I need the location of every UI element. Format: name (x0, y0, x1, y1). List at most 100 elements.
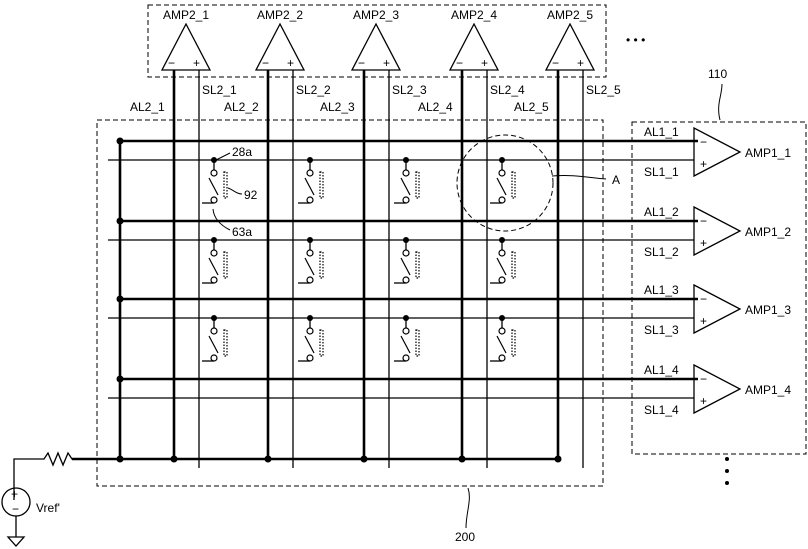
vref-label: Vref' (36, 501, 60, 515)
memory-cell-r2-c1-resistive-element (224, 252, 227, 278)
amp1-4-minus: − (700, 372, 707, 386)
amp2-2: − + (256, 24, 304, 70)
amp1-label-4: AMP1_4 (745, 383, 791, 397)
amp1-label-2: AMP1_2 (745, 225, 791, 239)
memory-cell-r2-c2-switch-bottom (307, 277, 313, 283)
sl1-label-3: SL1_3 (644, 323, 679, 337)
memory-cell-r1-c3-switch-arm (401, 178, 410, 195)
memory-cell-r2-c3-switch-bottom (403, 277, 409, 283)
leader-110 (719, 84, 722, 120)
amp2-1-plus: + (193, 56, 200, 70)
amp2-label-1: AMP2_1 (163, 8, 209, 22)
amp2-4-minus: − (456, 56, 463, 70)
memory-cell-r3-c3-switch-top (403, 328, 409, 334)
ref-label-63a: 63a (232, 225, 252, 239)
memory-cell-r3-c1-switch-bottom (211, 355, 217, 361)
memory-cell-r2-c2-switch-arm (305, 258, 314, 275)
memory-cell-r1-c4-switch-bottom (499, 197, 505, 203)
memory-cell-r1-c4-switch-arm (497, 178, 506, 195)
memory-cell-r3-c2-switch-top (307, 328, 313, 334)
memory-cell-r2-c4-switch-top (499, 250, 505, 256)
al1-label-3: AL1_3 (644, 283, 679, 297)
junction-dot (117, 138, 124, 145)
leader-a (552, 175, 606, 179)
ellipsis-dot (725, 481, 729, 485)
memory-cell-r2-c1-node (211, 237, 217, 243)
ground-symbol (8, 516, 24, 546)
al1-label-4: AL1_4 (644, 363, 679, 377)
sl1-label-2: SL1_2 (644, 245, 679, 259)
amp1-3: − + (694, 285, 740, 333)
memory-cell-r1-c2-switch-arm (305, 178, 314, 195)
amp1-ellipsis (725, 457, 729, 485)
source-minus: − (12, 502, 19, 516)
column-lines (72, 70, 583, 468)
sl1-label-1: SL1_1 (644, 165, 679, 179)
al2-labels: AL2_1 AL2_2 AL2_3 AL2_4 AL2_5 (130, 100, 549, 114)
memory-cell-r2-c1-switch-arm (209, 258, 218, 275)
memory-cell-r3-c3-node (403, 315, 409, 321)
ref-label-28a: 28a (232, 145, 252, 159)
ref-label-200: 200 (455, 530, 475, 544)
amp1-1-plus: + (700, 157, 707, 171)
detail-a-circle (457, 135, 553, 231)
junction-dot (265, 456, 272, 463)
memory-cell-r1-c4-resistive-element (512, 172, 515, 198)
resistor (14, 453, 78, 500)
memory-cell-r2-c2-node (307, 237, 313, 243)
memory-cell-r1-c2-switch-bottom (307, 197, 313, 203)
amp2-5-plus: + (577, 56, 584, 70)
memory-cell-r3-c1-switch-arm (209, 336, 218, 353)
memory-cell-r2-c4-node (499, 237, 505, 243)
junction-dot (117, 296, 124, 303)
leader-63a (213, 209, 230, 230)
amp1-1-minus: − (700, 135, 707, 149)
amp2-labels: AMP2_1 AMP2_2 AMP2_3 AMP2_4 AMP2_5 (163, 8, 593, 22)
memory-cell-r1-c4-switch-top (499, 170, 505, 176)
leader-28a (216, 153, 230, 160)
junction-dot (117, 376, 124, 383)
memory-cell-r3-c2-switch-arm (305, 336, 314, 353)
amp1-labels: AMP1_1 AMP1_2 AMP1_3 AMP1_4 (745, 146, 791, 397)
memory-cell-r1-c3-switch-bottom (403, 197, 409, 203)
memory-cell-r2-c3-node (403, 237, 409, 243)
sl2-label-3: SL2_3 (392, 83, 427, 97)
source-plus: + (11, 487, 18, 501)
al2-label-2: AL2_2 (224, 100, 259, 114)
amp2-label-5: AMP2_5 (547, 8, 593, 22)
amp2-ellipsis: • • • (626, 33, 645, 47)
amp1-triangles: − + − + − + − + (694, 128, 740, 413)
memory-cell-r1-c2-resistive-element (320, 172, 323, 198)
memory-cell-r3-c4-resistive-element (512, 330, 515, 356)
memory-cell-r1-c1-resistive-element (224, 172, 227, 198)
amp1-3-plus: + (700, 314, 707, 328)
memory-cell-r1-c3-switch-top (403, 170, 409, 176)
amp1-label-1: AMP1_1 (745, 146, 791, 160)
al1-label-2: AL1_2 (644, 205, 679, 219)
amp1-2: − + (694, 207, 740, 255)
amp2-5-minus: − (552, 56, 559, 70)
memory-cell-r2-c2-resistive-element (320, 252, 323, 278)
memory-cell-r3-c4-node (499, 315, 505, 321)
ref-label-a: A (612, 173, 620, 187)
ref-label-110: 110 (708, 67, 727, 81)
memory-cell-r3-c2-switch-bottom (307, 355, 313, 361)
memory-cell-r2-c1-switch-top (211, 250, 217, 256)
leader-200 (466, 488, 469, 528)
amp2-2-minus: − (262, 56, 269, 70)
vref-source: + − Vref' (2, 453, 78, 546)
amp1-2-plus: + (700, 236, 707, 250)
ellipsis-dot (725, 457, 729, 461)
amp2-3: − + (352, 24, 400, 70)
memory-cell-r2-c4-switch-bottom (499, 277, 505, 283)
memory-cell-r2-c3-switch-top (403, 250, 409, 256)
memory-cell-r1-c2-switch-top (307, 170, 313, 176)
al2-label-4: AL2_4 (418, 100, 453, 114)
junction-dot (555, 456, 562, 463)
memory-cell-r2-c4-switch-arm (497, 258, 506, 275)
memory-cell-r2-c3-resistive-element (416, 252, 419, 278)
junction-dot (459, 456, 466, 463)
leader-92 (228, 188, 242, 194)
amp2-4: − + (450, 24, 498, 70)
